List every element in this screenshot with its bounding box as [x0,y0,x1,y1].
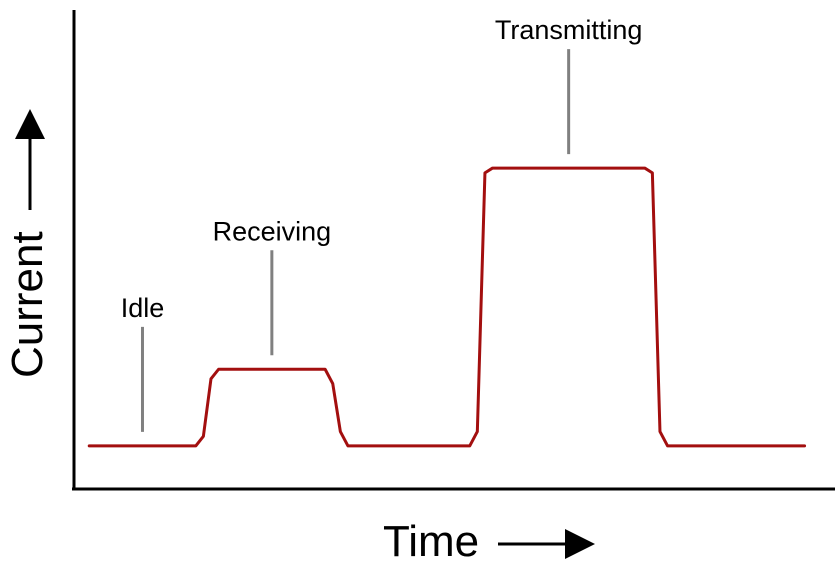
x-axis-label: Time [383,517,479,566]
annotation-label: Transmitting [495,15,643,45]
y-axis-title: Current [3,109,52,378]
annotation-label: Idle [121,293,165,323]
x-axis-title: Time [383,517,595,566]
annotation-label: Receiving [213,216,332,246]
annotations: Idle Receiving Transmitting [121,15,643,432]
series-line [87,166,807,448]
y-axis-label: Current [3,231,52,378]
